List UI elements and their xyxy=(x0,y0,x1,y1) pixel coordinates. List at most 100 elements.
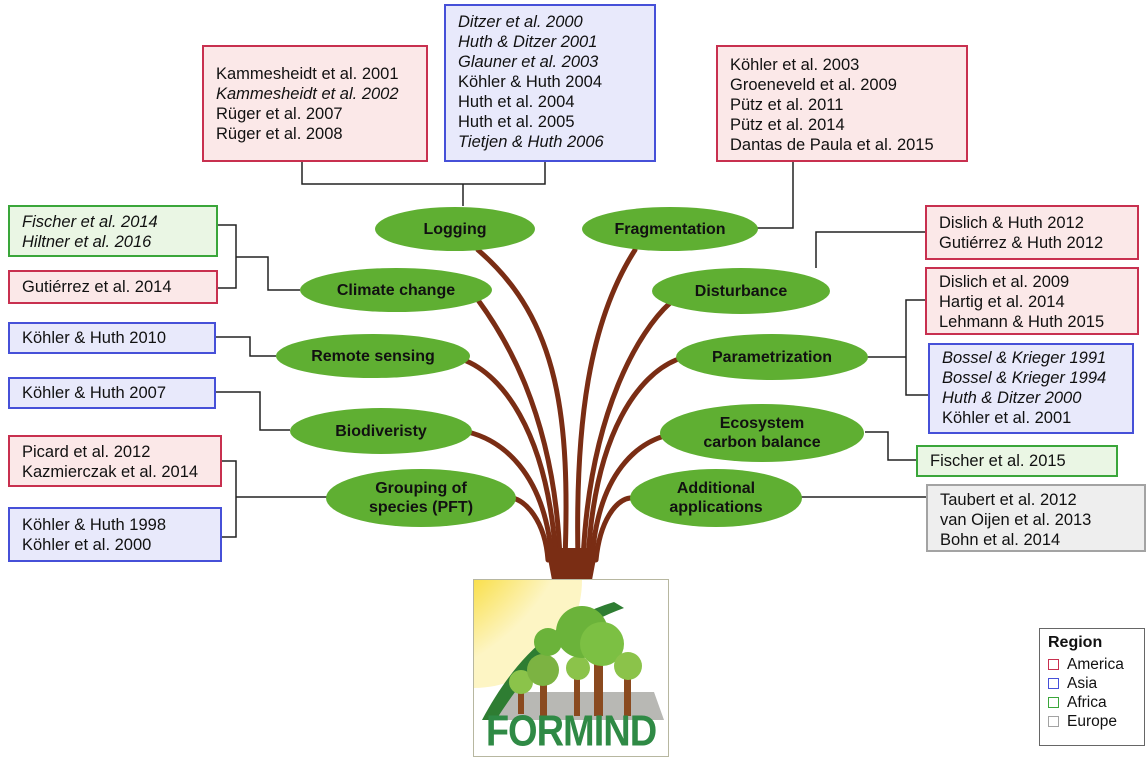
reference-entry: Dislich et al. 2009 xyxy=(939,273,1070,291)
connector-climate xyxy=(218,224,237,289)
reference-entry: Dislich & Huth 2012 xyxy=(939,214,1084,232)
topic-label: Climate change xyxy=(336,281,456,299)
tree-icons xyxy=(509,606,642,718)
tree-branches xyxy=(455,247,679,563)
topic-label: Disturbance xyxy=(694,282,788,300)
sun-icon xyxy=(474,580,582,688)
branch-fragmentation xyxy=(575,247,638,563)
topic-remote-sensing: Remote sensing xyxy=(276,334,470,378)
topic-biodiversity: Biodiveristy xyxy=(290,408,472,454)
topic-label: Biodiveristy xyxy=(335,422,427,440)
legend-label: Africa xyxy=(1067,694,1107,711)
reference-entry: Ditzer et al. 2000 xyxy=(458,13,583,31)
topic-label: applications xyxy=(669,499,763,516)
reference-entry: Huth & Ditzer 2001 xyxy=(458,33,598,51)
legend-label: Asia xyxy=(1067,675,1098,692)
reference-entry: Picard et al. 2012 xyxy=(22,443,151,461)
reference-entry: Köhler & Huth 2007 xyxy=(22,384,167,402)
reference-entry: Groeneveld et al. 2009 xyxy=(730,76,897,94)
reference-entry: Gutiérrez et al. 2014 xyxy=(22,278,172,296)
topic-label: Parametrization xyxy=(711,348,833,366)
reference-entry: Pütz et al. 2011 xyxy=(730,96,844,114)
connector-param xyxy=(905,299,928,396)
branch-logging xyxy=(475,247,569,563)
reference-entry: Köhler et al. 2000 xyxy=(22,536,152,554)
topic-grouping: Grouping of species (PFT) xyxy=(326,469,516,527)
reference-entry: Köhler & Huth 1998 xyxy=(22,516,167,534)
forest-illustration xyxy=(474,580,664,720)
reference-entry: Bossel & Krieger 1994 xyxy=(942,369,1107,387)
reference-entry: Köhler et al. 2001 xyxy=(942,409,1072,427)
topic-label: species (PFT) xyxy=(368,499,474,516)
branch-biodiversity xyxy=(465,429,555,563)
reference-entry: Glauner et al. 2003 xyxy=(458,53,599,71)
connector-climate-stem xyxy=(236,256,300,291)
reference-entry: Hiltner et al. 2016 xyxy=(22,233,152,251)
refs-remote-asia: Köhler & Huth 2010 xyxy=(8,322,216,354)
branch-climate xyxy=(475,297,563,563)
reference-entry: Köhler & Huth 2004 xyxy=(458,73,603,91)
topic-parametrization: Parametrization xyxy=(676,334,868,380)
swatch-africa-icon xyxy=(1048,697,1059,708)
branch-param xyxy=(585,357,679,563)
topic-fragmentation: Fragmentation xyxy=(582,207,758,251)
legend-label: America xyxy=(1067,656,1124,673)
ground xyxy=(482,692,664,720)
connector-biodiversity xyxy=(215,391,290,431)
legend-label: Europe xyxy=(1067,713,1117,730)
legend-item-america: America xyxy=(1048,655,1136,674)
refs-carbon-africa: Fischer et al. 2015 xyxy=(916,445,1118,477)
swatch-america-icon xyxy=(1048,659,1059,670)
topic-disturbance: Disturbance xyxy=(652,268,830,314)
reference-entry: Köhler et al. 2003 xyxy=(730,56,860,74)
hill-curve xyxy=(482,602,624,720)
reference-entry: Kammesheidt et al. 2001 xyxy=(216,65,399,83)
legend: Region America Asia Africa Europe xyxy=(1039,628,1145,746)
logo-wordmark: FORMIND xyxy=(485,707,657,757)
branch-disturbance xyxy=(580,300,673,563)
branch-remote xyxy=(455,355,559,563)
refs-biodiversity-asia: Köhler & Huth 2007 xyxy=(8,377,216,409)
connector-carbon xyxy=(865,431,916,461)
reference-entry: Köhler & Huth 2010 xyxy=(22,329,167,347)
topic-additional-applications: Additional applications xyxy=(630,469,802,527)
topic-climate-change: Climate change xyxy=(300,268,492,312)
connector-grouping xyxy=(222,460,237,538)
connector-lines xyxy=(215,162,928,538)
swatch-asia-icon xyxy=(1048,678,1059,689)
topic-label: Logging xyxy=(423,220,487,238)
topic-carbon-balance: Ecosystem carbon balance xyxy=(660,404,864,462)
formind-logo: FORMIND xyxy=(473,579,669,757)
reference-entry: Bohn et al. 2014 xyxy=(940,531,1061,549)
reference-entry: Kammesheidt et al. 2002 xyxy=(216,85,399,103)
topic-label: carbon balance xyxy=(703,434,821,451)
reference-entry: Hartig et al. 2014 xyxy=(939,293,1065,311)
tree-trunk xyxy=(546,548,598,580)
branch-carbon xyxy=(589,432,671,563)
topic-label: Remote sensing xyxy=(311,347,435,365)
connector-disturbance xyxy=(815,231,925,268)
swatch-europe-icon xyxy=(1048,716,1059,727)
reference-entry: Fischer et al. 2015 xyxy=(930,452,1066,470)
topic-label: Grouping of xyxy=(375,480,467,497)
legend-title: Region xyxy=(1048,634,1103,651)
topic-logging: Logging xyxy=(375,207,535,251)
topic-label: Ecosystem xyxy=(719,415,805,432)
topic-label: Fragmentation xyxy=(614,220,726,238)
reference-entry: Bossel & Krieger 1991 xyxy=(942,349,1107,367)
reference-entry: Tietjen & Huth 2006 xyxy=(458,133,604,151)
reference-entry: Huth et al. 2005 xyxy=(458,113,575,131)
legend-item-africa: Africa xyxy=(1048,693,1136,712)
reference-entry: Gutiérrez & Huth 2012 xyxy=(939,234,1104,252)
legend-item-europe: Europe xyxy=(1048,712,1136,731)
legend-item-asia: Asia xyxy=(1048,674,1136,693)
